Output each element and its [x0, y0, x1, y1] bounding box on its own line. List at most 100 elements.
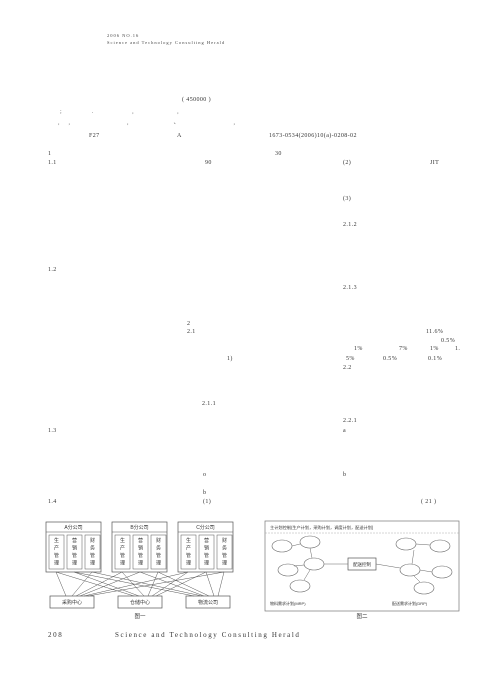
article-id: 1673-0534(2006)10(a)-0208-02: [269, 133, 357, 139]
control-center-label: 配送控制: [353, 561, 371, 568]
doc-code: A: [177, 133, 182, 139]
center-logistics-label: 物流公司: [198, 599, 218, 606]
header-issue: 2006 NO.16: [107, 33, 140, 38]
sec-2-2: 2.2: [343, 365, 352, 371]
dept-char: 销: [72, 545, 77, 552]
dept-char: 营: [204, 537, 209, 544]
drp-label: 配送需求计划(DRP): [392, 600, 428, 606]
dept-char: 财: [222, 537, 227, 544]
pct-11-6: 11.6%: [426, 329, 444, 335]
sec-2-1-3: 2.1.3: [343, 285, 357, 291]
dept-char: 理: [90, 561, 95, 567]
dept-char: 财: [90, 537, 95, 544]
item-b1: b: [343, 472, 347, 478]
pct-1b: 1%: [430, 346, 439, 352]
center-box-purchasing: 采购中心: [49, 595, 95, 609]
dept-box: [216, 534, 233, 570]
dept-char: 理: [222, 561, 227, 567]
dept-char: 理: [204, 561, 209, 567]
para-1-3: 1.3: [48, 428, 57, 434]
classification: F27: [89, 133, 100, 139]
num-30: 30: [275, 151, 282, 157]
diagram-frame: [264, 520, 460, 612]
para-1-2: 1.2: [48, 267, 57, 273]
company-a-label: A分公司: [64, 524, 82, 531]
figure-control-diagram: 主计划控制(生产计划，采购计划，调度计划，配送计划) 配送控制: [264, 520, 460, 620]
dept-box: [132, 534, 149, 570]
sec-2-1-2: 2.1.2: [343, 222, 357, 228]
sec-2: 2: [187, 321, 191, 327]
item-b2: b: [203, 490, 207, 496]
figure-org-chart: A分公司 B分公司 C分公司 生产管理营销管理财务管理生产管理营销管理财务管理生…: [44, 520, 236, 620]
figure-2-caption: 图二: [356, 612, 368, 620]
company-b-label: B分公司: [130, 524, 148, 531]
center-warehouse-label: 仓储中心: [130, 599, 150, 606]
control-center-box: 配送控制: [347, 557, 377, 571]
item-a: a: [343, 428, 347, 434]
dept-char: 管: [54, 552, 59, 559]
sec-2-1: 2.1: [187, 329, 196, 335]
dept-char: 财: [156, 537, 161, 544]
company-c-label: C分公司: [196, 524, 215, 531]
para-1-1: 1.1: [48, 160, 57, 166]
num-3: (3): [343, 196, 352, 202]
dept-box: [48, 534, 65, 570]
val-1: 1.: [455, 346, 461, 352]
dept-box: [66, 534, 83, 570]
dept-char: 务: [156, 545, 161, 552]
pct-0-5b: 0.5%: [383, 356, 398, 362]
jit: JIT: [430, 160, 440, 166]
pct-1a: 1%: [354, 346, 363, 352]
footer-journal: Science and Technology Consulting Herald: [115, 631, 301, 639]
dept-char: 理: [138, 561, 143, 567]
pct-0-5a: 0.5%: [441, 338, 456, 344]
diagram-arrows: [291, 543, 433, 583]
dept-box: [84, 534, 101, 570]
dept-char: 生: [186, 537, 191, 544]
control-diagram-svg: 主计划控制(生产计划，采购计划，调度计划，配送计划) 配送控制: [264, 520, 460, 620]
page-number: 208: [48, 631, 64, 639]
dept-box: [180, 534, 197, 570]
sec-2-2-1: 2.2.1: [343, 418, 357, 424]
center-box-warehouse: 仓储中心: [117, 595, 163, 609]
dept-char: 产: [120, 545, 125, 552]
item-1: (1): [203, 499, 212, 505]
mrp-label: 物料需求计划(MRP): [270, 600, 306, 606]
dept-char: 管: [72, 552, 77, 559]
num-90: 90: [205, 160, 212, 166]
dept-char: 营: [138, 537, 143, 544]
pct-7: 7%: [399, 346, 408, 352]
dept-char: 管: [186, 552, 191, 559]
text-dots: ; . , ,: [60, 109, 179, 115]
diagram-top-label: 主计划控制(生产计划，采购计划，调度计划，配送计划): [270, 524, 374, 531]
drp-cluster: [395, 537, 453, 595]
dept-char: 营: [72, 537, 77, 544]
dept-char: 理: [156, 561, 161, 567]
dept-char: 管: [90, 552, 95, 559]
para-1: 1: [48, 151, 52, 157]
dept-char: 务: [90, 545, 95, 552]
org-connectors: [55, 571, 225, 597]
pct-0-1: 0.1%: [428, 356, 443, 362]
dept-char: 生: [120, 537, 125, 544]
dept-char: 理: [54, 561, 59, 567]
num-2: (2): [343, 160, 352, 166]
dept-char: 管: [120, 552, 125, 559]
para-1-4: 1.4: [48, 499, 57, 505]
dept-box: [198, 534, 215, 570]
dept-char: 理: [120, 561, 125, 567]
dept-char: 管: [204, 552, 209, 559]
text-dots: , , , 、 ,: [58, 120, 236, 126]
dept-char: 管: [138, 552, 143, 559]
dept-char: 生: [54, 537, 59, 544]
dept-char: 销: [204, 545, 209, 552]
pct-5: 5%: [346, 356, 355, 362]
dept-char: 理: [72, 561, 77, 567]
sec-2-1-1: 2.1.1: [202, 401, 216, 407]
postcode: ( 450000 ): [182, 97, 211, 103]
dept-box: [114, 534, 131, 570]
dept-box: [150, 534, 167, 570]
item-o: o: [203, 472, 207, 478]
dept-char: 理: [186, 561, 191, 567]
dept-char: 管: [156, 552, 161, 559]
